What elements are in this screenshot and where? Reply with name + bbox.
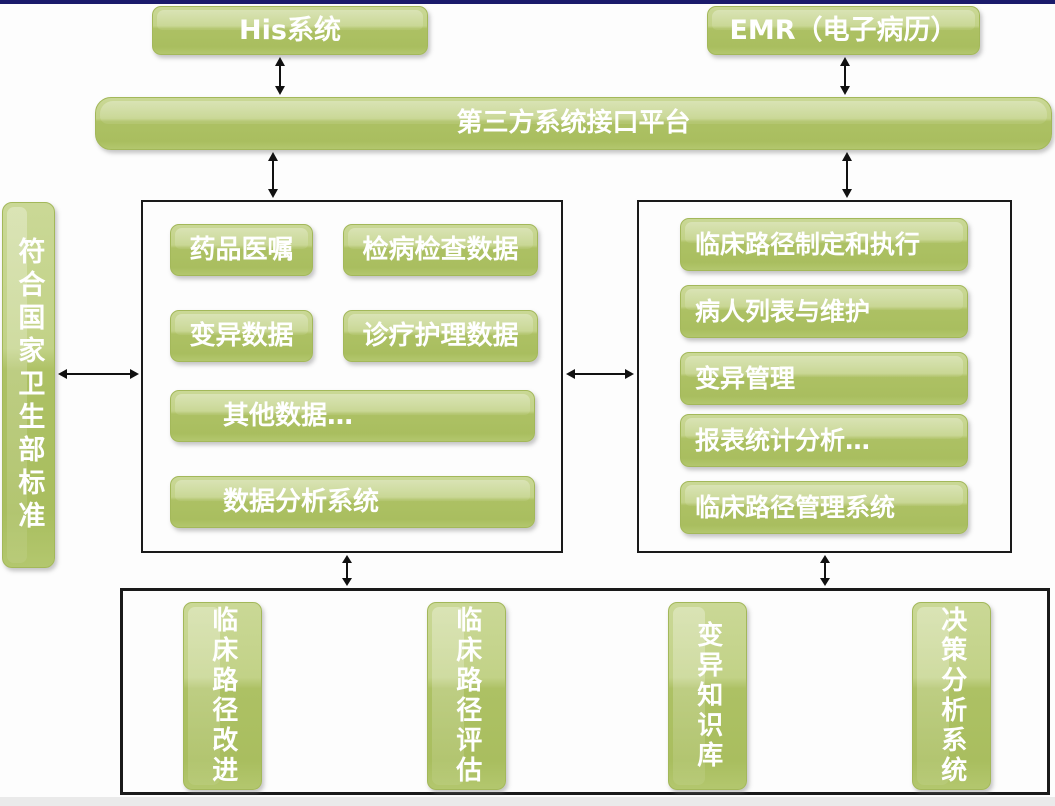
top-border-strip [0, 0, 1055, 4]
arrow-platform-databox [268, 152, 278, 198]
arrow-databox-bottombox [342, 555, 352, 586]
node-data-analysis-system: 数据分析系统 [170, 476, 535, 528]
node-emr-system: EMR（电子病历） [707, 6, 980, 55]
node-his-system: His系统 [152, 6, 428, 55]
arrow-databox-pathwaybox [566, 369, 634, 379]
arrow-standards-databox [58, 369, 139, 379]
node-pathway-management-system: 临床路径管理系统 [680, 481, 968, 534]
bottom-box-frame [120, 588, 1050, 795]
node-variation-data: 变异数据 [170, 310, 313, 362]
node-variation-management: 变异管理 [680, 352, 968, 405]
node-pathway-define-execute: 临床路径制定和执行 [680, 218, 968, 271]
data-box-frame [141, 200, 563, 553]
arrow-platform-pathwaybox [842, 152, 852, 198]
node-variation-knowledge-base: 变异知识库 [668, 602, 747, 790]
pathway-box-frame [637, 200, 1012, 553]
node-pathway-evaluation: 临床路径评估 [427, 602, 506, 790]
node-pathway-improvement: 临床路径改进 [183, 602, 262, 790]
node-decision-analysis-system: 决策分析系统 [912, 602, 991, 790]
node-other-data: 其他数据… [170, 390, 535, 442]
node-treatment-nursing-data: 诊疗护理数据 [343, 310, 538, 362]
node-patient-list-maintenance: 病人列表与维护 [680, 285, 968, 338]
node-report-statistics: 报表统计分析… [680, 414, 968, 467]
node-ministry-standards: 符合国家卫生部标准 [2, 202, 55, 568]
node-drug-orders: 药品医嘱 [170, 224, 313, 276]
arrow-pathwaybox-bottombox [820, 555, 830, 586]
node-interface-platform: 第三方系统接口平台 [95, 97, 1052, 150]
arrow-his-platform [275, 57, 285, 95]
arrow-emr-platform [840, 57, 850, 95]
node-exam-check-data: 检病检查数据 [343, 224, 538, 276]
bottom-border-strip [0, 797, 1055, 806]
